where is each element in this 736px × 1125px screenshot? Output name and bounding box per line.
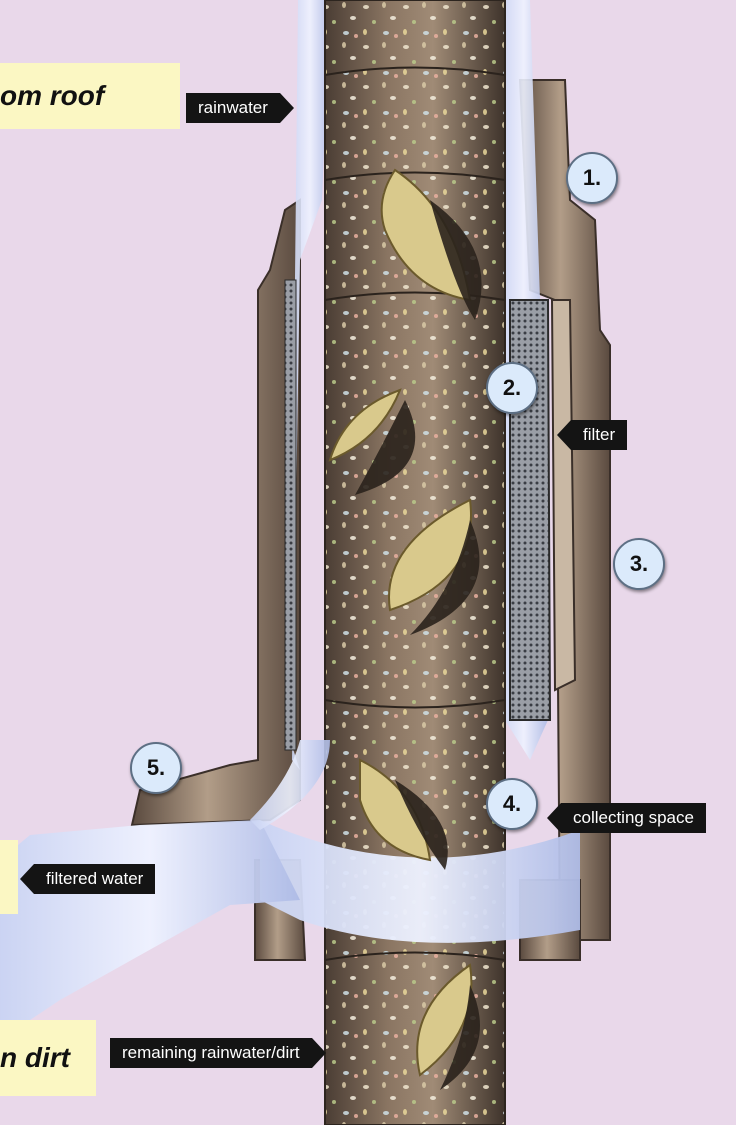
from-roof-box: om roof (0, 63, 180, 129)
label-collecting-space: collecting space (561, 803, 706, 833)
label-remaining-rainwater-dirt: remaining rainwater/dirt (110, 1038, 312, 1068)
label-rainwater: rainwater (186, 93, 280, 123)
marker-1: 1. (566, 152, 618, 204)
marker-2: 2. (486, 362, 538, 414)
filtered-water-side-box (0, 840, 18, 914)
from-roof-text: om roof (0, 80, 104, 112)
dirt-box: n dirt (0, 1020, 96, 1096)
marker-5: 5. (130, 742, 182, 794)
marker-4: 4. (486, 778, 538, 830)
label-filtered-water: filtered water (34, 864, 155, 894)
marker-3: 3. (613, 538, 665, 590)
dirt-text: n dirt (0, 1042, 70, 1074)
label-filter: filter (571, 420, 627, 450)
